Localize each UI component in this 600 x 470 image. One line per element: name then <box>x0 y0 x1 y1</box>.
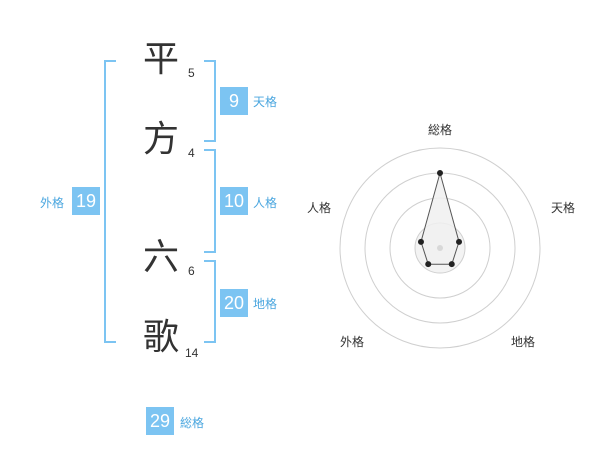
tenkaku-value: 9 <box>220 87 248 115</box>
radar-label-chikaku: 地格 <box>511 335 536 349</box>
radar-point-soukaku <box>437 170 443 176</box>
radar-polygon <box>420 171 460 265</box>
soukaku-value: 29 <box>146 407 174 435</box>
stroke-count-1: 5 <box>188 66 195 80</box>
gaikaku-label: 外格 <box>40 196 65 210</box>
chikaku-label: 地格 <box>253 297 278 311</box>
radar-ring <box>339 147 541 349</box>
jinkaku-value: 10 <box>220 187 248 215</box>
jinkaku-bracket <box>204 149 216 253</box>
name-char-3: 六 <box>143 237 180 278</box>
radar-ring <box>414 222 466 274</box>
radar-center-dot <box>437 245 443 251</box>
chikaku-value: 20 <box>220 289 248 317</box>
radar-ring <box>389 197 491 299</box>
name-char-4: 歌 <box>143 317 180 358</box>
radar-point-jinkaku <box>417 238 424 245</box>
tenkaku-label: 天格 <box>253 95 278 109</box>
soukaku-label: 総格 <box>180 416 205 430</box>
radar-label-tenkaku: 天格 <box>551 201 576 215</box>
name-char-2: 方 <box>143 119 180 160</box>
radar-point-chikaku <box>448 261 455 268</box>
radar-ring <box>364 172 516 324</box>
radar-label-soukaku: 総格 <box>428 123 453 137</box>
stroke-count-4: 14 <box>185 346 199 360</box>
chikaku-bracket <box>204 260 216 343</box>
radar-point-tenkaku <box>456 238 463 245</box>
tenkaku-bracket <box>204 60 216 142</box>
jinkaku-label: 人格 <box>253 196 278 210</box>
radar-rings <box>339 147 541 349</box>
gaikaku-bracket <box>104 60 116 343</box>
name-char-1: 平 <box>143 39 180 80</box>
stroke-count-2: 4 <box>188 146 195 160</box>
radar-points <box>417 170 463 268</box>
radar-point-gaikaku <box>425 261 432 268</box>
radar-label-jinkaku: 人格 <box>307 201 332 215</box>
stroke-count-3: 6 <box>188 264 195 278</box>
gaikaku-value: 19 <box>72 187 100 215</box>
radar-label-gaikaku: 外格 <box>340 335 365 349</box>
